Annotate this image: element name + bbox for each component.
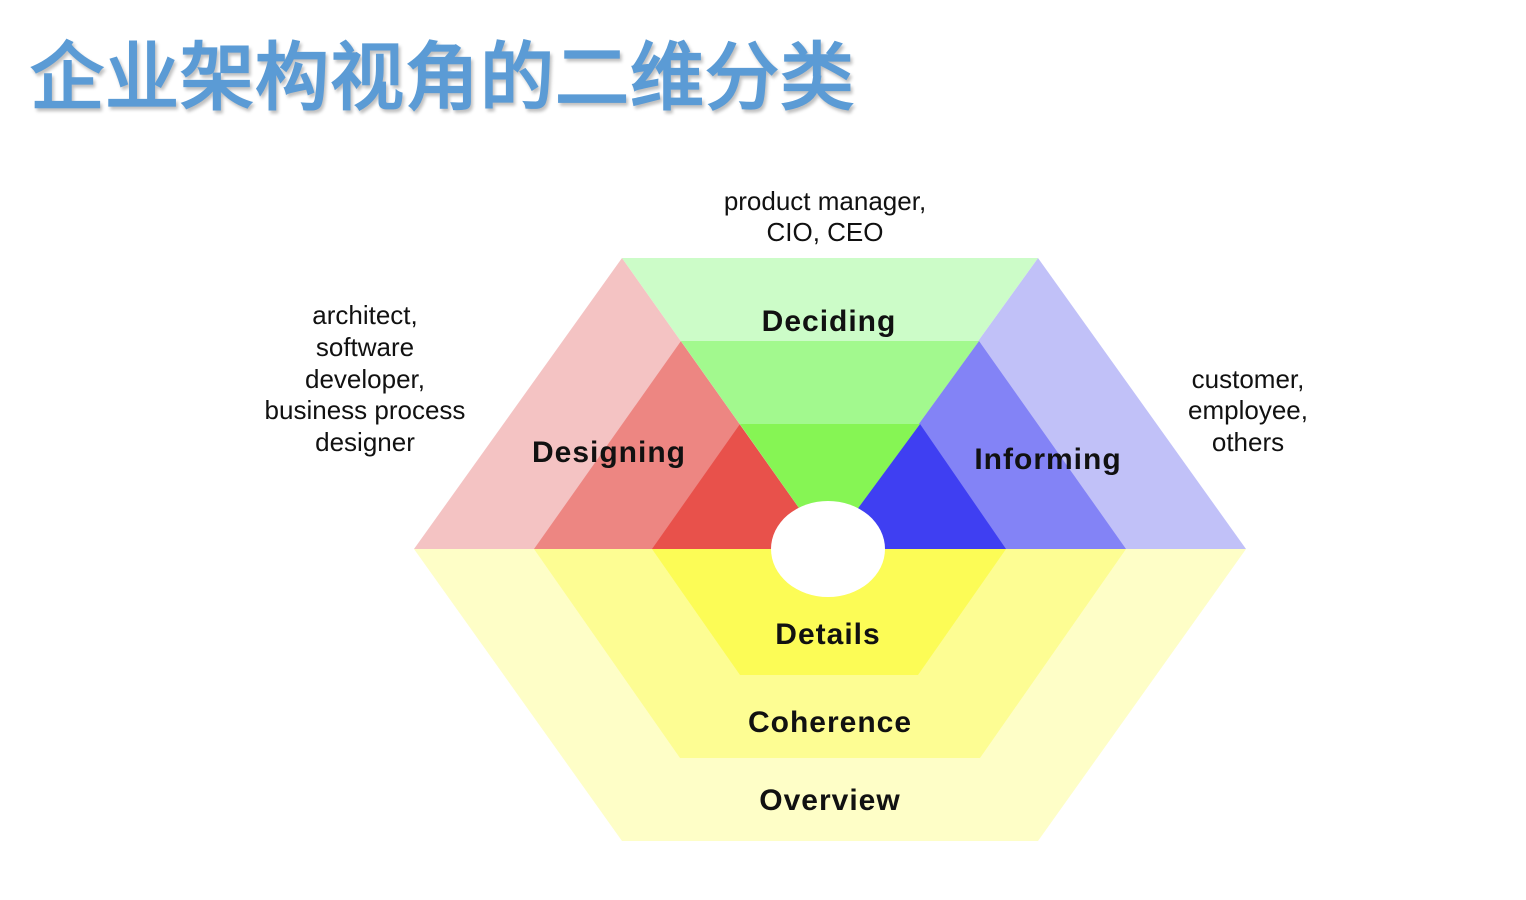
label-coherence: Coherence bbox=[748, 706, 912, 739]
role-top-line: product manager, bbox=[724, 186, 926, 216]
label-details: Details bbox=[775, 618, 880, 651]
label-designing: Designing bbox=[532, 436, 686, 469]
informing-inner bbox=[828, 424, 1006, 549]
label-deciding: Deciding bbox=[762, 305, 897, 338]
designing-inner bbox=[652, 424, 828, 549]
label-overview: Overview bbox=[759, 784, 900, 817]
center-circle bbox=[771, 501, 885, 597]
label-informing: Informing bbox=[974, 443, 1121, 476]
role-left-line: developer, bbox=[305, 364, 425, 394]
deciding-inner bbox=[740, 424, 920, 549]
slide-title: 企业架构视角的二维分类 bbox=[30, 35, 855, 121]
role-left-line: designer bbox=[315, 427, 415, 457]
role-left-line: software bbox=[316, 332, 414, 362]
role-right-line: employee, bbox=[1188, 395, 1308, 425]
details-band bbox=[652, 549, 1006, 675]
role-right-line: customer, bbox=[1192, 364, 1305, 394]
role-top-line: CIO, CEO bbox=[766, 217, 883, 247]
role-right-line: others bbox=[1212, 427, 1284, 457]
role-left-line: architect, bbox=[312, 300, 418, 330]
role-left-line: business process bbox=[265, 395, 466, 425]
